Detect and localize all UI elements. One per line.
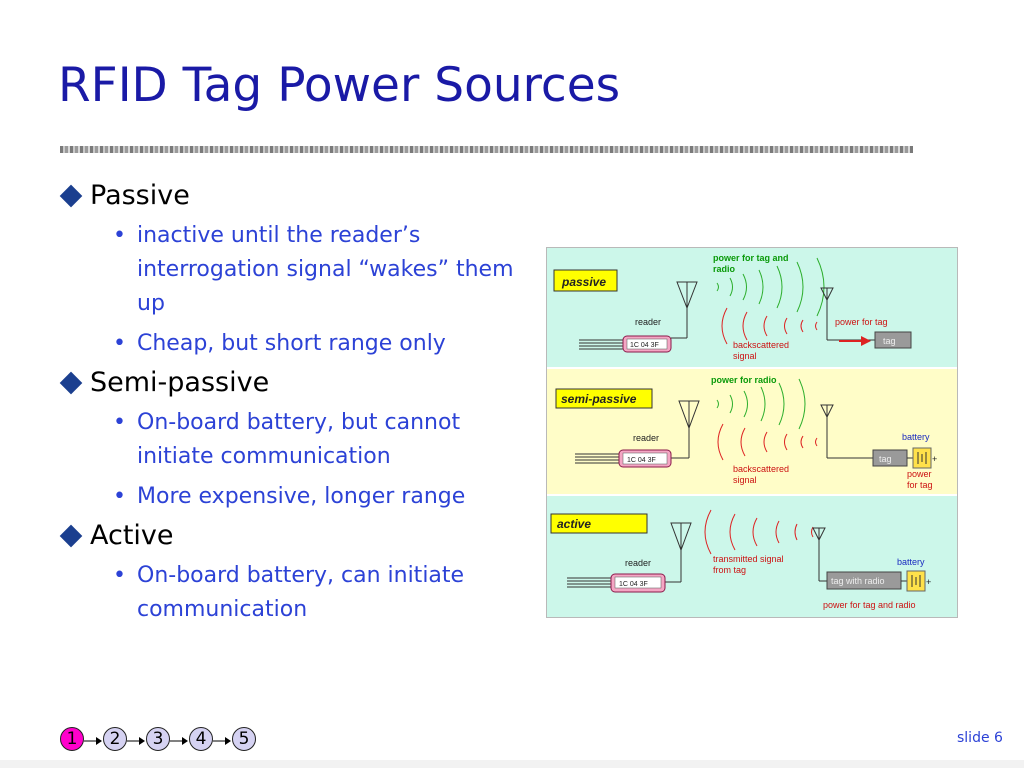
- backscatter-label: backscattered: [733, 464, 789, 474]
- arrow-right-icon: [839, 336, 871, 346]
- power-label: radio: [713, 264, 736, 274]
- reader-device-icon: [567, 573, 666, 593]
- backscatter-wave-icon: [721, 307, 818, 345]
- passive-badge: passive: [561, 275, 606, 289]
- power-label: power for tag and radio: [823, 600, 916, 610]
- diamond-bullet-icon: [59, 184, 83, 207]
- backscatter-label: signal: [733, 351, 757, 361]
- reader-antenna-icon: [671, 400, 700, 459]
- reader-label: reader: [625, 558, 651, 568]
- reader-label: reader: [635, 317, 661, 327]
- reader-device-icon: [579, 335, 672, 353]
- backscatter-wave-icon: [717, 423, 818, 461]
- sub-bullet: • inactive until the reader’s interrogati…: [58, 219, 528, 321]
- bullet-passive: Passive: [58, 180, 528, 211]
- reader-device-icon: [575, 449, 672, 468]
- transmitted-label: transmitted signal: [713, 554, 784, 564]
- power-label: power: [907, 469, 932, 479]
- arrow-right-icon: [213, 732, 231, 745]
- svg-text:+: +: [932, 454, 937, 464]
- reader-id: 1C 04 3F: [627, 457, 656, 464]
- nav-page-5[interactable]: 5: [232, 727, 256, 751]
- nav-page-4[interactable]: 4: [189, 727, 213, 751]
- backscatter-label: signal: [733, 475, 757, 485]
- tag-box: [874, 331, 912, 349]
- active-panel: active reader 1C 04 3F transmitted signa…: [547, 496, 957, 617]
- power-label: for tag: [907, 480, 933, 490]
- arrow-right-icon: [84, 732, 102, 745]
- power-wave-icon: [716, 378, 806, 430]
- power-label: power for tag and: [713, 253, 789, 263]
- arrow-right-icon: [170, 732, 188, 745]
- semi-passive-badge: semi-passive: [561, 392, 637, 406]
- sub-bullet: • More expensive, longer range: [58, 480, 528, 514]
- battery-icon: +: [912, 447, 937, 469]
- footer-bar: [0, 760, 1024, 768]
- sub-bullet: • Cheap, but short range only: [58, 327, 528, 361]
- title-divider: [60, 146, 913, 153]
- tag-label: tag: [883, 336, 896, 346]
- bullet-label: Semi-passive: [90, 367, 270, 398]
- active-badge: active: [557, 517, 591, 531]
- dot-bullet-icon: •: [113, 410, 126, 435]
- battery-icon: +: [906, 570, 931, 592]
- power-wave-icon: [716, 257, 825, 317]
- sub-bullet-text: inactive until the reader’s interrogatio…: [137, 223, 514, 316]
- sub-bullet: • On-board battery, but cannot initiate c…: [58, 406, 528, 474]
- bullet-label: Active: [90, 520, 174, 551]
- dot-bullet-icon: •: [113, 484, 126, 509]
- nav-page-2[interactable]: 2: [103, 727, 127, 751]
- dot-bullet-icon: •: [113, 331, 126, 356]
- bullet-semi-passive: Semi-passive: [58, 367, 528, 398]
- nav-page-3[interactable]: 3: [146, 727, 170, 751]
- diamond-bullet-icon: [59, 371, 83, 394]
- slide-number: slide 6: [957, 730, 1003, 746]
- sub-bullet: • On-board battery, can initiate communic…: [58, 559, 528, 627]
- dot-bullet-icon: •: [113, 223, 126, 248]
- bullet-active: Active: [58, 520, 528, 551]
- sub-bullet-text: Cheap, but short range only: [137, 331, 446, 356]
- tag-label: tag: [879, 454, 892, 464]
- bullet-label: Passive: [90, 180, 190, 211]
- rfid-power-diagram: passive power for tag and radio reader 1…: [546, 247, 958, 618]
- bullet-list: Passive • inactive until the reader’s int…: [58, 180, 528, 633]
- nav-page-1[interactable]: 1: [60, 727, 84, 751]
- tag-antenna-icon: [812, 527, 827, 582]
- semi-passive-panel: semi-passive power for radio reader 1C 0…: [547, 369, 957, 494]
- reader-antenna-icon: [671, 281, 698, 339]
- tag-antenna-icon: [820, 404, 873, 459]
- sub-bullet-text: More expensive, longer range: [137, 484, 466, 509]
- passive-panel: passive power for tag and radio reader 1…: [547, 248, 957, 367]
- tag-label: tag with radio: [831, 576, 885, 586]
- backscatter-label: backscattered: [733, 340, 789, 350]
- diamond-bullet-icon: [59, 524, 83, 547]
- svg-text:+: +: [926, 577, 931, 587]
- power-for-tag-label: power for tag: [835, 317, 888, 327]
- slide-title: RFID Tag Power Sources: [58, 58, 621, 113]
- reader-id: 1C 04 3F: [630, 342, 659, 349]
- reader-id: 1C 04 3F: [619, 581, 648, 588]
- battery-label: battery: [902, 432, 930, 442]
- arrow-right-icon: [127, 732, 145, 745]
- reader-label: reader: [633, 433, 659, 443]
- battery-label: battery: [897, 557, 925, 567]
- sub-bullet-text: On-board battery, but cannot initiate co…: [137, 410, 461, 469]
- transmitted-label: from tag: [713, 565, 746, 575]
- sub-bullet-text: On-board battery, can initiate communica…: [137, 563, 465, 622]
- power-label: power for radio: [711, 375, 777, 385]
- dot-bullet-icon: •: [113, 563, 126, 588]
- reader-antenna-icon: [665, 522, 692, 583]
